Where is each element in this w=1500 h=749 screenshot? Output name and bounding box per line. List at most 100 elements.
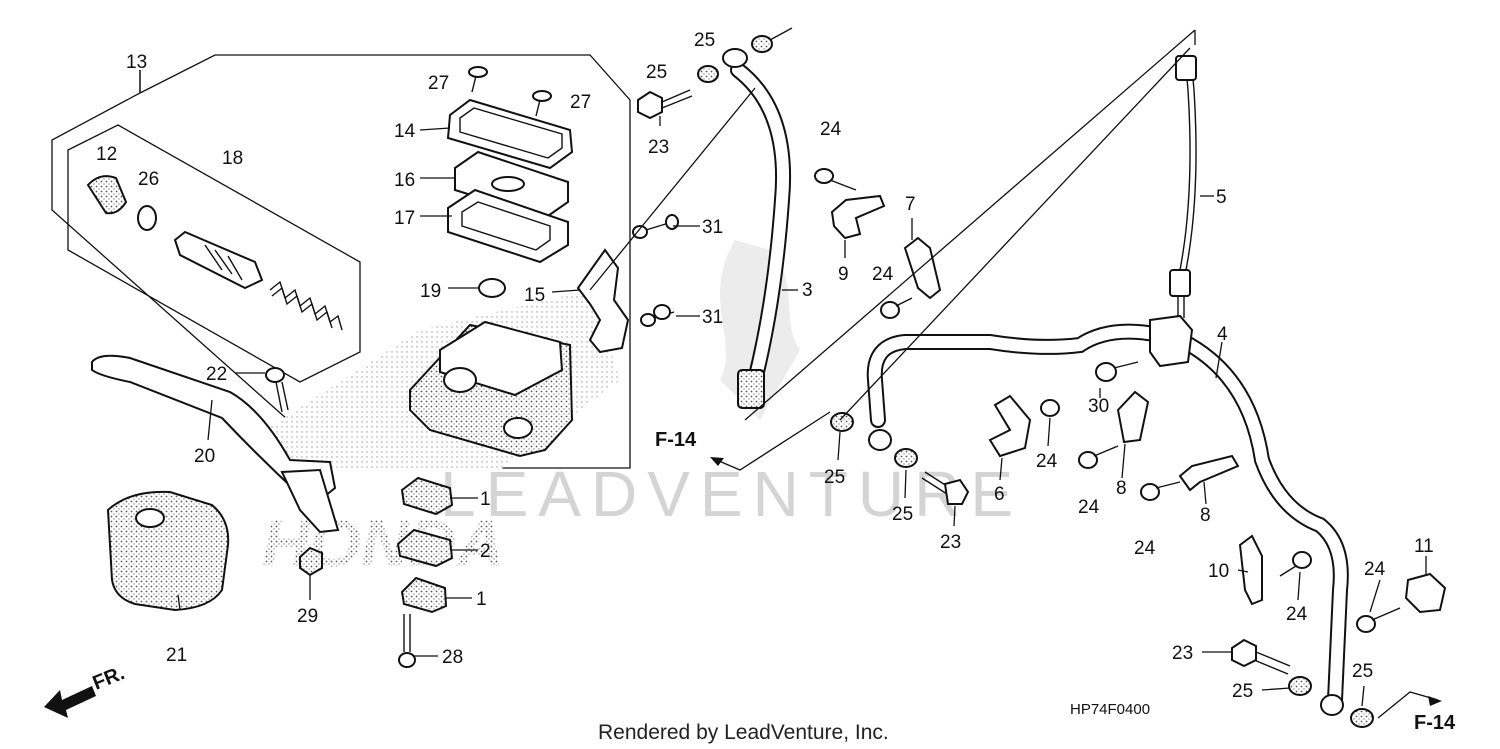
front-direction-label: FR. bbox=[90, 662, 128, 694]
screw-part-28 bbox=[398, 614, 416, 668]
callout-23b: 23 bbox=[940, 532, 961, 553]
callout-10: 10 bbox=[1208, 561, 1229, 582]
callout-2: 2 bbox=[480, 541, 491, 562]
callout-21: 21 bbox=[166, 645, 187, 666]
guide-line-b bbox=[769, 27, 793, 41]
watermark-text: LEADVENTURE bbox=[440, 458, 1023, 530]
callout-leaders bbox=[177, 116, 1427, 707]
callout-1b: 1 bbox=[476, 589, 487, 610]
callout-6: 6 bbox=[994, 484, 1005, 505]
front-direction-arrow: FR. bbox=[44, 662, 128, 718]
callout-25e: 25 bbox=[1232, 681, 1253, 702]
callout-23a: 23 bbox=[648, 137, 669, 158]
callout-17: 17 bbox=[394, 208, 415, 229]
clamp-part-9 bbox=[814, 168, 886, 240]
screw-part-27b bbox=[532, 90, 552, 117]
brake-hose-part-3 bbox=[722, 48, 792, 409]
switch-part-1a bbox=[400, 476, 454, 516]
callout-8a: 8 bbox=[1116, 478, 1127, 499]
rendered-by-footer: Rendered by LeadVenture, Inc. bbox=[598, 721, 889, 744]
diaphragm-part-17 bbox=[447, 188, 569, 264]
callout-24g: 24 bbox=[1364, 559, 1386, 580]
callout-3: 3 bbox=[802, 280, 813, 301]
callout-27b: 27 bbox=[570, 92, 591, 113]
callout-14: 14 bbox=[394, 121, 416, 142]
ref-arrow-left bbox=[710, 29, 1196, 471]
piston bbox=[173, 230, 264, 290]
callout-15: 15 bbox=[524, 285, 545, 306]
ref-label-left: F-14 bbox=[655, 429, 697, 451]
callout-13: 13 bbox=[126, 52, 147, 73]
callout-9: 9 bbox=[838, 264, 849, 285]
callout-19: 19 bbox=[420, 281, 441, 302]
clamp-part-10 bbox=[1238, 534, 1312, 606]
callout-29: 29 bbox=[297, 606, 318, 627]
brake-pipe-part-5 bbox=[1169, 55, 1197, 318]
ref-label-right: F-14 bbox=[1414, 712, 1456, 734]
callout-11: 11 bbox=[1414, 536, 1434, 557]
callout-7: 7 bbox=[905, 194, 916, 215]
bolt-part-31a bbox=[632, 214, 679, 239]
callout-16: 16 bbox=[394, 170, 415, 191]
boot-part-12 bbox=[86, 175, 128, 215]
clamp-part-11 bbox=[1356, 572, 1447, 633]
seal-part-19 bbox=[478, 278, 506, 298]
cover-part-21 bbox=[106, 490, 230, 612]
callout-22: 22 bbox=[206, 364, 227, 385]
washer-part-25c bbox=[830, 412, 854, 432]
callout-25d: 25 bbox=[892, 504, 913, 525]
brake-hose-part-4 bbox=[866, 314, 1349, 716]
callout-24a: 24 bbox=[820, 119, 842, 140]
banjo-bolt-part-23c bbox=[1231, 638, 1291, 675]
callout-24c: 24 bbox=[1036, 451, 1058, 472]
assembly-box-18 bbox=[67, 124, 361, 383]
spring bbox=[269, 280, 343, 331]
callout-25b: 25 bbox=[646, 62, 667, 83]
callouts: 13 12 26 18 27 27 14 16 17 19 15 22 20 2… bbox=[96, 30, 1434, 702]
callout-27a: 27 bbox=[428, 73, 449, 94]
master-cylinder-body bbox=[409, 320, 574, 458]
clamp-part-8a bbox=[1078, 390, 1150, 469]
brake-lever-part-20 bbox=[91, 354, 340, 534]
screw-part-27a bbox=[468, 66, 488, 93]
callout-28: 28 bbox=[442, 647, 463, 668]
banjo-bolt-part-23a bbox=[637, 89, 693, 120]
clamp-part-6 bbox=[988, 394, 1060, 458]
reservoir-cap-part-14 bbox=[446, 98, 574, 170]
clamp-part-7 bbox=[880, 236, 942, 319]
banjo-bolt-part-23b bbox=[921, 471, 970, 505]
bolt-part-31b bbox=[640, 304, 675, 327]
bolt-part-30 bbox=[1095, 361, 1139, 382]
callout-24e: 24 bbox=[1134, 538, 1156, 559]
nut-part-29 bbox=[299, 546, 323, 577]
switch-part-2 bbox=[396, 528, 454, 568]
callout-24f: 24 bbox=[1286, 604, 1308, 625]
callout-31b: 31 bbox=[702, 307, 723, 328]
guide-line-a bbox=[589, 87, 756, 291]
washer-part-25d bbox=[894, 448, 918, 468]
washer-part-25a bbox=[751, 35, 773, 53]
callout-1a: 1 bbox=[480, 489, 491, 510]
clamp-part-8b bbox=[1140, 454, 1240, 501]
callout-18: 18 bbox=[222, 148, 243, 169]
brand-watermark: HONDA bbox=[262, 506, 504, 580]
diagram-code: HP74F0400 bbox=[1070, 701, 1150, 718]
callout-20: 20 bbox=[194, 446, 215, 467]
callout-23c: 23 bbox=[1172, 643, 1193, 664]
callout-31a: 31 bbox=[702, 217, 723, 238]
callout-25c: 25 bbox=[824, 467, 845, 488]
ref-arrow-right bbox=[1377, 691, 1442, 719]
circlip-part-26 bbox=[137, 205, 157, 231]
callout-24b: 24 bbox=[872, 264, 894, 285]
diaphragm-plate-part-16 bbox=[454, 150, 569, 220]
callout-5: 5 bbox=[1216, 187, 1227, 208]
callout-12: 12 bbox=[96, 144, 117, 165]
callout-25f: 25 bbox=[1352, 661, 1373, 682]
switch-part-1b bbox=[400, 576, 448, 614]
washer-part-25f bbox=[1350, 708, 1374, 728]
guide-line-c bbox=[839, 47, 1191, 421]
callout-26: 26 bbox=[138, 169, 159, 190]
pivot-bolt-part-22 bbox=[265, 367, 289, 413]
callout-8b: 8 bbox=[1200, 505, 1211, 526]
